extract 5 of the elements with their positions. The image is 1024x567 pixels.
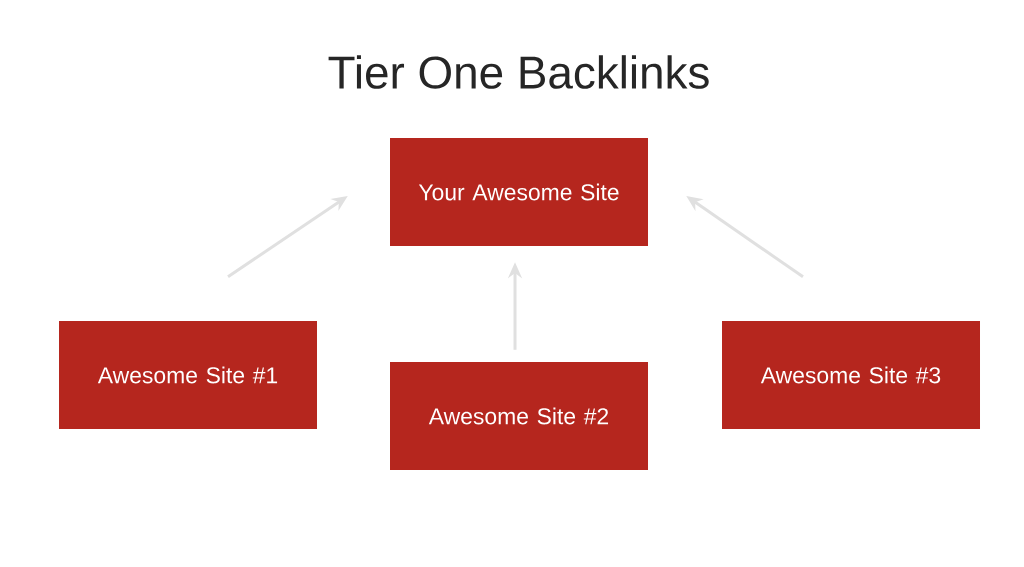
site-box: Awesome Site #2 bbox=[390, 362, 648, 470]
site-box: Awesome Site #1 bbox=[59, 321, 317, 429]
site-box: Awesome Site #3 bbox=[722, 321, 980, 429]
title: Tier One Backlinks bbox=[328, 55, 709, 89]
site-box: Your Awesome Site bbox=[390, 138, 648, 246]
